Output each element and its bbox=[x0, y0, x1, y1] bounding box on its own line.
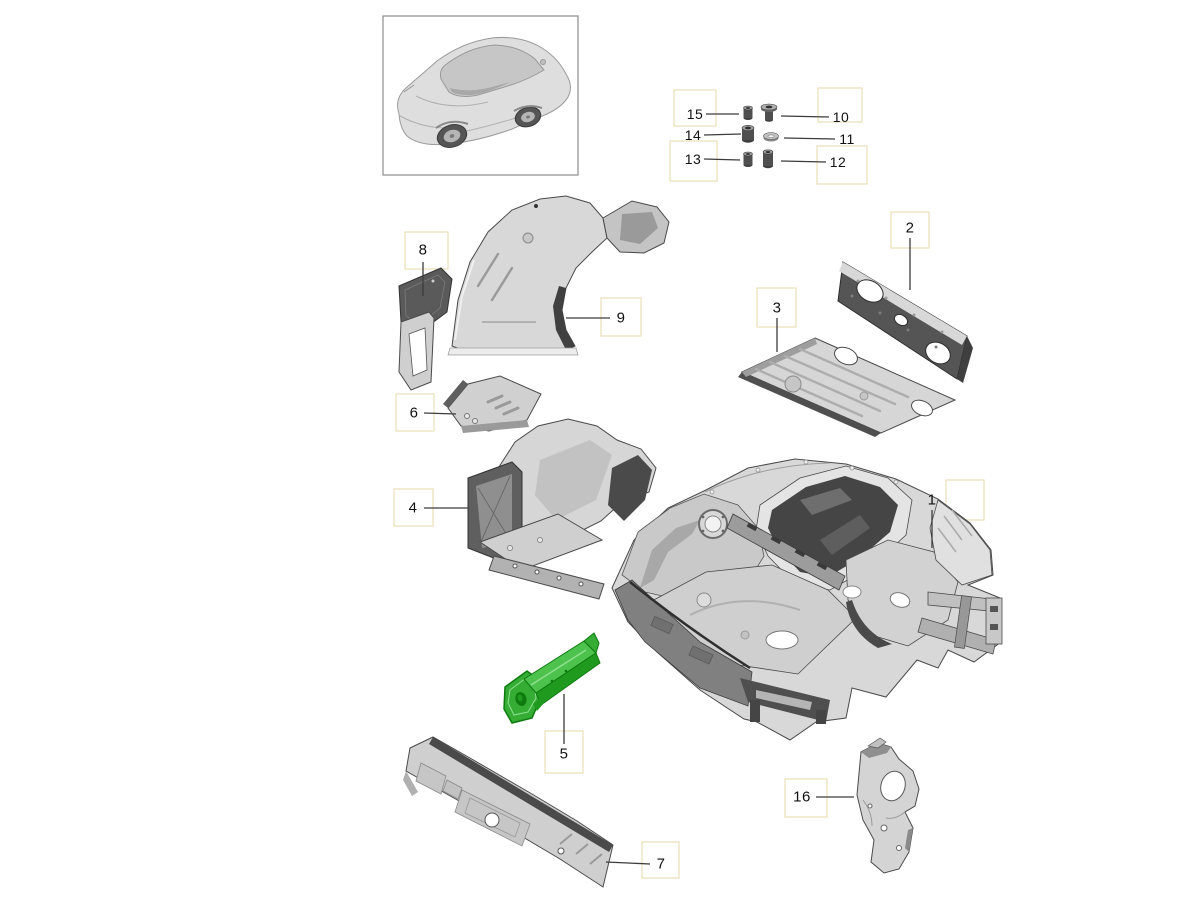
hotspot-6 bbox=[395, 393, 435, 432]
callout-label-4[interactable]: 4 bbox=[408, 499, 418, 517]
callout-label-7[interactable]: 7 bbox=[656, 855, 666, 873]
part-5-support-rail-highlighted[interactable] bbox=[503, 632, 601, 724]
part-4-wheel-housing-inner[interactable] bbox=[467, 418, 657, 600]
part-7-rear-end-panel[interactable] bbox=[403, 736, 614, 888]
callout-label-9[interactable]: 9 bbox=[616, 309, 626, 327]
part-10-flanged-bushing[interactable] bbox=[760, 103, 778, 122]
hotspot-7 bbox=[641, 841, 680, 879]
callout-label-12[interactable]: 12 bbox=[829, 154, 847, 170]
part-6-floor-extension[interactable] bbox=[443, 375, 542, 433]
fastener-group bbox=[741, 103, 779, 169]
leader-line-11 bbox=[783, 137, 836, 140]
hotspot-13 bbox=[669, 140, 718, 182]
callout-label-1[interactable]: 1 bbox=[927, 491, 937, 509]
callout-label-14[interactable]: 14 bbox=[684, 127, 702, 143]
part-15-spacer[interactable] bbox=[743, 105, 753, 120]
callout-label-3[interactable]: 3 bbox=[772, 299, 782, 317]
part-14-bushing[interactable] bbox=[741, 125, 755, 143]
leader-line-10 bbox=[780, 115, 830, 118]
car-rear-window bbox=[450, 82, 510, 96]
car-greenhouse bbox=[439, 44, 545, 97]
part-3-floor-plate[interactable] bbox=[738, 337, 957, 437]
part-16-side-bracket[interactable] bbox=[856, 737, 920, 874]
part-11-washer[interactable] bbox=[763, 132, 779, 142]
car-front-wheel bbox=[514, 106, 542, 128]
vehicle-thumbnail bbox=[382, 15, 579, 176]
callout-hotspots bbox=[393, 87, 985, 879]
leader-lines bbox=[422, 113, 933, 865]
callout-label-15[interactable]: 15 bbox=[686, 106, 704, 122]
leader-line-7 bbox=[605, 861, 651, 865]
callout-label-5[interactable]: 5 bbox=[559, 745, 569, 763]
part-12-sleeve[interactable] bbox=[762, 149, 774, 169]
hotspot-15 bbox=[673, 89, 717, 127]
callout-label-11[interactable]: 11 bbox=[839, 131, 855, 147]
leader-line-13 bbox=[703, 158, 741, 161]
leader-line-6 bbox=[423, 412, 457, 415]
callout-label-6[interactable]: 6 bbox=[409, 404, 419, 422]
callout-label-13[interactable]: 13 bbox=[684, 151, 702, 167]
callout-label-10[interactable]: 10 bbox=[832, 109, 850, 125]
callout-label-16[interactable]: 16 bbox=[793, 788, 811, 806]
hotspot-8 bbox=[404, 231, 449, 270]
hotspot-16 bbox=[784, 778, 828, 818]
part-1-rear-body-structure[interactable] bbox=[611, 458, 1003, 741]
leader-line-12 bbox=[780, 160, 827, 163]
part-2-bulkhead-panel[interactable] bbox=[837, 261, 973, 383]
callout-label-8[interactable]: 8 bbox=[418, 241, 428, 259]
hotspot-10 bbox=[817, 87, 863, 123]
car-rear-wheel bbox=[436, 124, 468, 148]
leader-line-14 bbox=[703, 133, 742, 136]
part-9-wheel-housing-outer[interactable] bbox=[447, 195, 670, 356]
part-8-bracket-panel[interactable] bbox=[398, 267, 453, 391]
hotspot-9 bbox=[600, 297, 642, 337]
callout-label-2[interactable]: 2 bbox=[905, 219, 915, 237]
hotspot-12 bbox=[816, 145, 868, 185]
part-13-spacer[interactable] bbox=[743, 151, 753, 167]
